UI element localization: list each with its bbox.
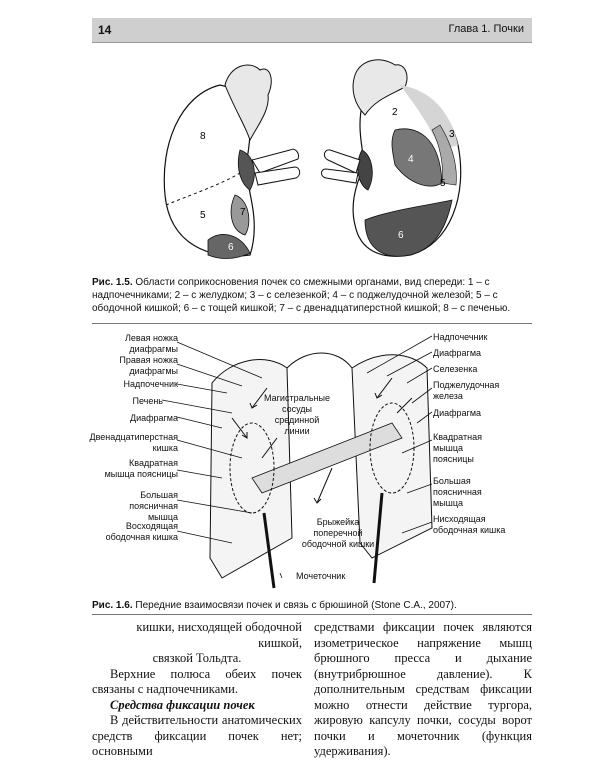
- label-duodenum: Двенадцатиперстная кишка: [89, 432, 178, 453]
- label-psoas-right: Большая поясничная мышца: [433, 476, 482, 508]
- separator-2: [92, 614, 532, 615]
- label-ascending-colon: Восходящая ободочная кишка: [105, 521, 178, 542]
- body-right-column: средствами фиксации почек являются изоме…: [314, 620, 532, 760]
- figure1-caption-label: Рис. 1.5.: [92, 277, 133, 288]
- left-para3: В действительности анатомических средств…: [92, 713, 302, 758]
- label-diaphragm-right-top: Диафрагма: [433, 348, 482, 358]
- left-line2: связкой Тольдта.: [152, 651, 242, 665]
- label-adrenal-right: Надпочечник: [433, 332, 488, 342]
- label-quadratus-left: Квадратная мышца поясницы: [104, 458, 178, 479]
- fig1-num-5b: 5: [200, 210, 206, 221]
- label-transverse-mesentery: Брыжейка поперечной ободочной кишки: [301, 517, 375, 549]
- fig1-num-7: 7: [240, 207, 246, 218]
- fig1-num-5: 5: [440, 178, 446, 189]
- label-diaphragm-right: Диафрагма: [433, 408, 482, 418]
- figure-kidney-relations: [161, 335, 433, 589]
- figure-kidneys: 2 3 4 5 6 8 5 7 6: [163, 59, 462, 259]
- label-pancreas: Поджелудочная железа: [433, 380, 500, 401]
- right-para: средствами фиксации почек являются изоме…: [314, 620, 532, 758]
- label-psoas-left: Большая поясничная мышца: [129, 490, 178, 522]
- figure2-caption-text: Передние взаимосвязи почек и связь с брю…: [132, 600, 457, 611]
- label-ureter: Мочеточник: [296, 571, 346, 581]
- left-line1: кишки, нисходящей ободочной кишкой,: [136, 620, 302, 650]
- fig1-num-2: 2: [392, 107, 398, 118]
- page-number: 14: [98, 23, 112, 37]
- figure2-caption: Рис. 1.6. Передние взаимосвязи почек и с…: [92, 599, 532, 612]
- chapter-title: Глава 1. Почки: [448, 23, 524, 35]
- label-right-diaphragm-crus: Правая ножка диафрагмы: [119, 355, 178, 376]
- figure1-caption-text: Области соприкосновения почек со смежным…: [92, 277, 511, 314]
- left-para2: Верхние полюса обеих почек связаны с над…: [92, 666, 302, 697]
- page-header: 14 Глава 1. Почки: [92, 18, 532, 43]
- label-descending-colon: Нисходящая ободочная кишка: [433, 514, 506, 535]
- fig1-num-4: 4: [408, 154, 414, 165]
- fig1-num-8: 8: [200, 131, 206, 142]
- fig1-num-6: 6: [398, 230, 404, 241]
- fig1-num-6b: 6: [228, 242, 234, 253]
- label-left-diaphragm-crus: Левая ножка диафрагмы: [124, 333, 178, 354]
- left-kidney-drawing: [163, 64, 301, 259]
- figure2-caption-label: Рис. 1.6.: [92, 600, 133, 611]
- label-quadratus-right: Квадратная мышца поясницы: [433, 432, 482, 464]
- label-liver: Печень: [132, 396, 163, 406]
- label-diaphragm-left: Диафрагма: [129, 413, 178, 423]
- section-title: Средства фиксации почек: [110, 697, 255, 712]
- label-spleen: Селезенка: [433, 364, 478, 374]
- label-midline-vessels: Магистральные сосуды срединной линии: [264, 393, 330, 436]
- fig1-num-3: 3: [449, 129, 455, 140]
- body-left-column: кишки, нисходящей ободочной кишкой, связ…: [92, 620, 302, 760]
- label-adrenal-left: Надпочечник: [123, 379, 178, 389]
- figure1-caption: Рис. 1.5. Области соприкосновения почек …: [92, 276, 532, 315]
- right-kidney-drawing: [321, 59, 462, 257]
- separator: [92, 323, 532, 324]
